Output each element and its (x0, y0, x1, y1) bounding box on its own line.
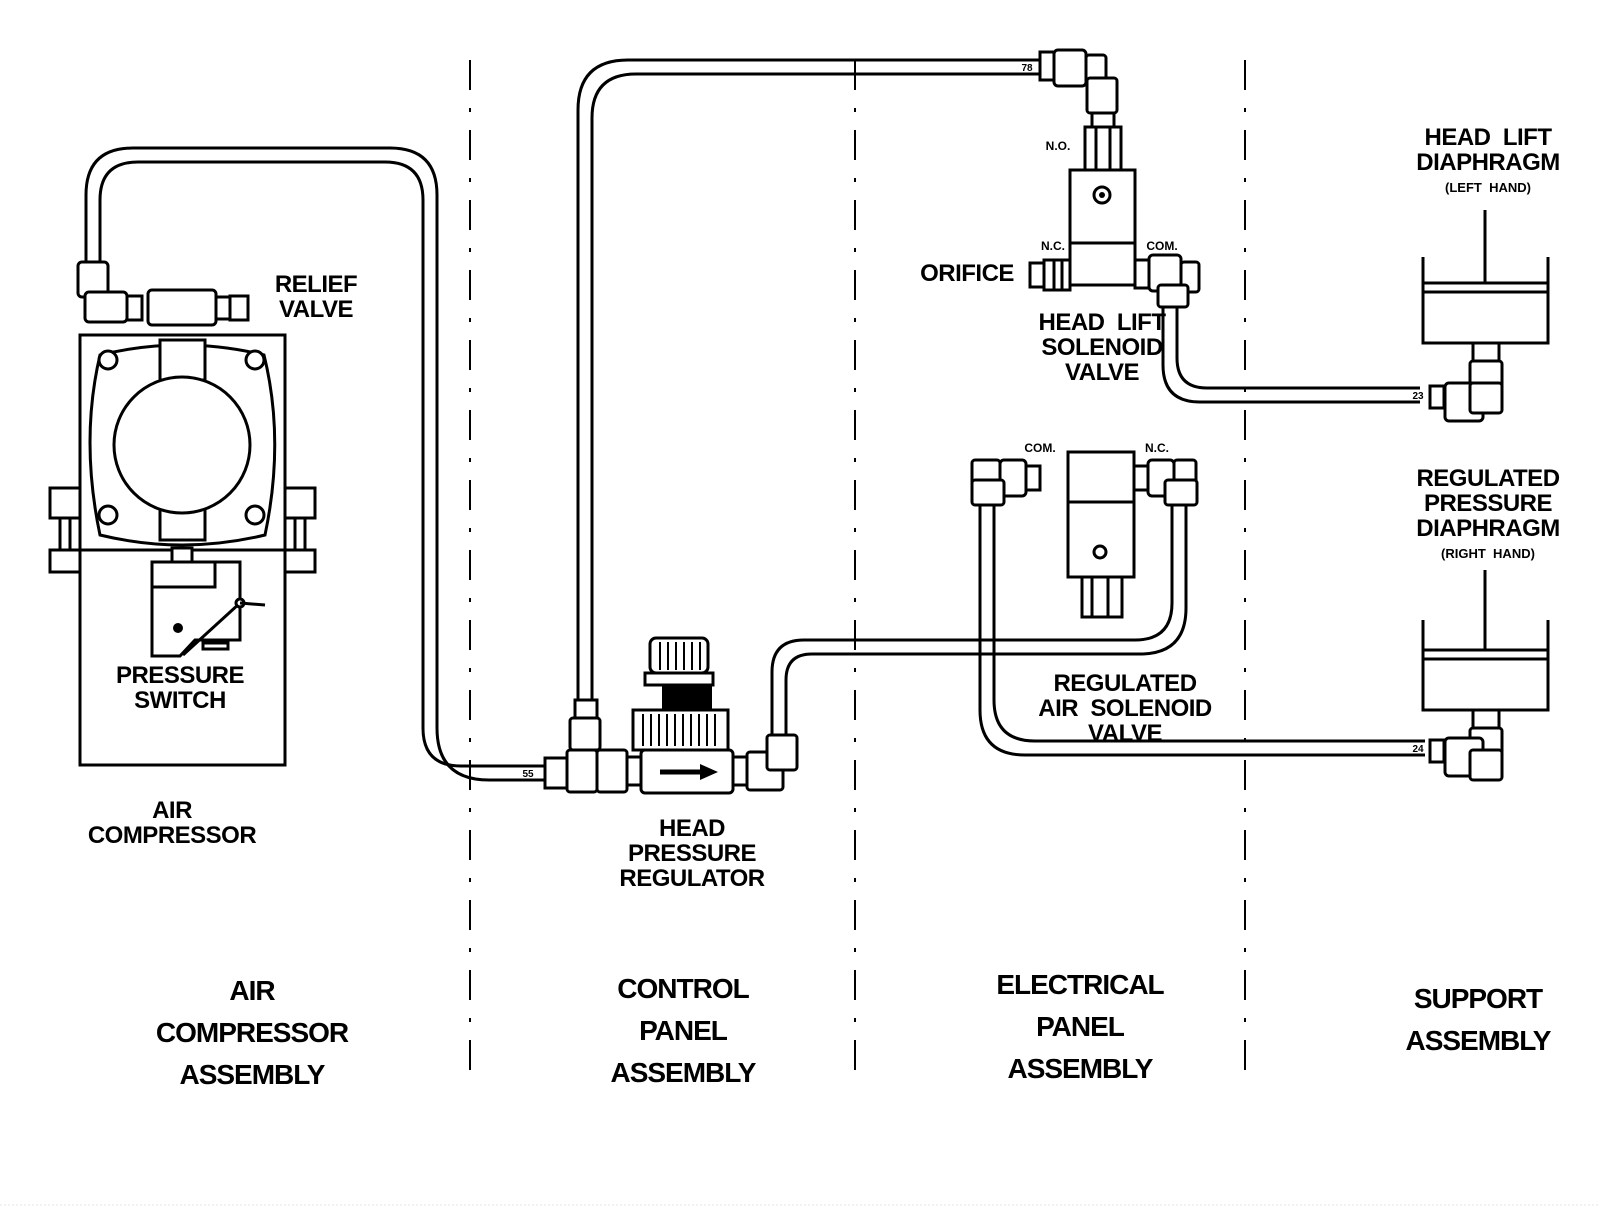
tube-compressor-to-regulator (84, 146, 545, 782)
section-label-control-panel: CONTROL (617, 973, 749, 1004)
tube-regulator-to-head-lift (576, 58, 1040, 705)
head-pressure-regulator (543, 636, 799, 795)
tube-marker: 55 (522, 769, 534, 780)
section-label-electrical-panel: PANEL (1036, 1011, 1125, 1042)
port-label-no: N.O. (1046, 139, 1071, 153)
relief-valve-label: RELIEF (275, 271, 357, 298)
air-compressor-label: AIR (152, 797, 192, 824)
orifice (1028, 258, 1072, 292)
air-compressor-label: COMPRESSOR (88, 822, 257, 849)
regulated-pressure-diaphragm-note: (RIGHT HAND) (1441, 546, 1535, 561)
section-label-air-compressor: AIR (229, 975, 275, 1006)
head-lift-solenoid-valve (1028, 48, 1201, 309)
pressure-switch-label: SWITCH (134, 687, 226, 714)
head-lift-solenoid-label: VALVE (1065, 359, 1139, 386)
section-label-air-compressor: COMPRESSOR (156, 1017, 349, 1048)
tube-marker: 24 (1412, 744, 1424, 755)
section-label-support: ASSEMBLY (1405, 1025, 1551, 1056)
component-labels: RELIEF VALVE PRESSURE SWITCH AIR COMPRES… (88, 124, 1560, 892)
regulated-pressure-diaphragm-label: PRESSURE (1424, 490, 1553, 517)
tube-reg-air-to-diaphragm (978, 500, 1425, 757)
head-lift-diaphragm-label: HEAD LIFT (1425, 124, 1553, 151)
tube-marker: 23 (1412, 391, 1424, 402)
head-pressure-regulator-label: HEAD (659, 815, 725, 842)
section-labels: AIR COMPRESSOR ASSEMBLY CONTROL PANEL AS… (156, 969, 1553, 1090)
regulated-air-solenoid-valve (970, 450, 1199, 619)
head-pressure-regulator-label: REGULATOR (619, 865, 764, 892)
section-label-control-panel: ASSEMBLY (610, 1057, 756, 1088)
relief-valve-label: VALVE (279, 296, 353, 323)
head-pressure-regulator-label: PRESSURE (628, 840, 757, 867)
tube-markers: 55 78 23 24 (522, 63, 1424, 780)
regulated-pressure-diaphragm-label: DIAPHRAGM (1416, 515, 1560, 542)
pressure-switch (150, 546, 266, 658)
port-label-nc: N.C. (1041, 239, 1065, 253)
head-lift-diaphragm-label: DIAPHRAGM (1416, 149, 1560, 176)
orifice-label: ORIFICE (920, 260, 1014, 287)
regulated-pressure-diaphragm-label: REGULATED (1416, 465, 1559, 492)
section-label-air-compressor: ASSEMBLY (179, 1059, 325, 1090)
section-label-electrical-panel: ASSEMBLY (1007, 1053, 1153, 1084)
pressure-switch-label: PRESSURE (116, 662, 245, 689)
tube-head-lift-to-diaphragm (1161, 305, 1420, 404)
section-label-electrical-panel: ELECTRICAL (996, 969, 1164, 1000)
head-lift-diaphragm (1421, 210, 1550, 423)
compressor-cylinder (112, 375, 252, 515)
regulated-pressure-diaphragm (1421, 570, 1550, 782)
port-label-com: COM. (1146, 239, 1177, 253)
tube-marker: 78 (1021, 63, 1033, 74)
relief-valve (76, 260, 250, 327)
port-label-com: COM. (1024, 441, 1055, 455)
section-dividers (469, 60, 1246, 1080)
port-label-nc: N.C. (1145, 441, 1169, 455)
tube-regulator-to-reg-air-nc (770, 500, 1188, 735)
regulated-air-solenoid-label: REGULATED (1053, 670, 1196, 697)
regulated-air-solenoid-label: VALVE (1088, 720, 1162, 747)
section-label-control-panel: PANEL (639, 1015, 728, 1046)
tubes (84, 58, 1425, 782)
section-label-support: SUPPORT (1414, 983, 1543, 1014)
head-lift-solenoid-label: SOLENOID (1041, 334, 1163, 361)
head-lift-diaphragm-note: (LEFT HAND) (1445, 180, 1531, 195)
head-lift-solenoid-label: HEAD LIFT (1039, 309, 1167, 336)
regulated-air-solenoid-label: AIR SOLENOID (1038, 695, 1212, 722)
air-compressor (48, 333, 317, 767)
